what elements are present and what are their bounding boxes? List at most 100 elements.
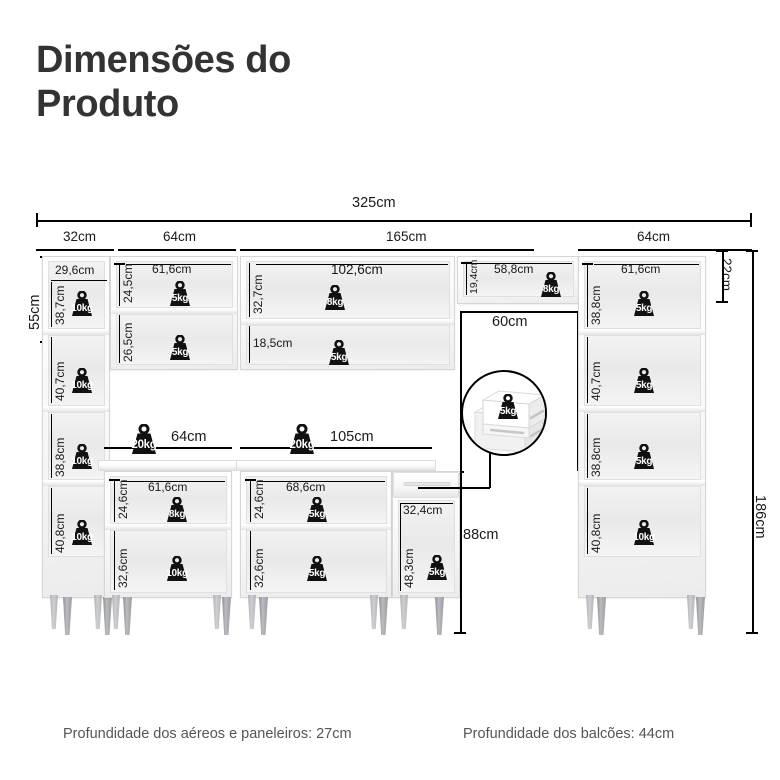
dim-segment-1: 32cm xyxy=(63,229,97,244)
dim-opening-width: 60cm xyxy=(492,314,528,330)
tick-height-top xyxy=(746,250,758,252)
left-tower-cavity-1 xyxy=(48,261,105,329)
left-tower-shelf-3 xyxy=(43,480,109,486)
tick-lower-bottom xyxy=(454,632,466,634)
dim-niche-width: 58,8cm xyxy=(494,262,534,276)
callout-leader-stem xyxy=(489,452,491,488)
base-left-countertop xyxy=(98,460,238,471)
dim-base-center-width: 105cm xyxy=(330,429,374,445)
dim-upper2-shelf-1: 24,5cm xyxy=(121,263,135,303)
bracket-right-shelf-2 xyxy=(587,337,589,403)
right-tower-shelf-3 xyxy=(579,480,705,486)
leg-base-left-back xyxy=(112,595,120,629)
weight-badge-right-1: 5kg xyxy=(627,291,661,317)
bracket-right-shelf-3 xyxy=(587,414,589,478)
dim-right-shelf-2: 40,7cm xyxy=(589,361,603,401)
leg-right-tower-front xyxy=(597,597,606,635)
weight-badge-base-center-top: 20kg xyxy=(282,424,322,455)
leg-left-tower-back-2 xyxy=(94,595,102,629)
base-right-drawer-handle[interactable] xyxy=(403,482,451,486)
tick-right-1 xyxy=(582,263,593,265)
weight-badge-right-4: 10kg xyxy=(627,520,661,546)
leg-base-center-front xyxy=(259,597,268,635)
base-left-cavity-2 xyxy=(110,530,227,593)
base-left-shelf xyxy=(105,524,231,530)
leg-left-tower-front-2 xyxy=(103,597,112,635)
dim-upper-height: 55cm xyxy=(27,294,43,330)
dim-upper-center-width: 102,6cm xyxy=(331,262,383,277)
weight-badge-upper2-2: 5kg xyxy=(163,335,197,361)
dim-segment-3: 165cm xyxy=(386,229,427,244)
left-tower-cavity-4 xyxy=(48,486,105,557)
opening-edge-right xyxy=(577,311,579,471)
leg-base-left-back-2 xyxy=(213,595,221,629)
leg-base-center-back xyxy=(248,595,256,629)
weight-badge-left-4: 10kg xyxy=(65,520,99,546)
base-center-cavity-2 xyxy=(246,530,387,593)
dim-upper2-width: 61,6cm xyxy=(152,262,192,276)
weight-badge-left-3: 10kg xyxy=(65,444,99,470)
leg-base-center-back-2 xyxy=(370,595,378,629)
tick-total-right xyxy=(750,213,752,227)
bracket-niche-height xyxy=(466,262,468,295)
bracket-lower-height xyxy=(460,471,462,633)
bracket-base-left-2 xyxy=(114,531,116,590)
weight-badge-drawer-detail: 5kg xyxy=(491,394,525,420)
dim-right-shelf-4: 40,8cm xyxy=(589,513,603,553)
bracket-base-left-1 xyxy=(114,479,116,522)
leg-left-tower-front xyxy=(63,597,72,635)
ruler-base-left-width xyxy=(104,447,232,449)
dim-base-center-inner-width: 68,6cm xyxy=(286,480,326,494)
ruler-base-center-inner xyxy=(257,481,385,483)
dim-lower-height: 88cm xyxy=(463,527,499,543)
tick-total-left xyxy=(36,213,38,227)
dim-base-right-height: 48,3cm xyxy=(402,548,416,588)
leg-right-tower-back-2 xyxy=(687,595,695,629)
bracket-upper-center-2 xyxy=(249,326,251,363)
weight-badge-niche: 8kg xyxy=(534,272,568,298)
ruler-upper-center-width xyxy=(256,264,448,266)
bracket-base-right-height xyxy=(400,503,402,591)
tick-base-center-1 xyxy=(245,479,256,481)
ruler-right-tower-width xyxy=(594,264,699,266)
upper-cabinet-2-shelf xyxy=(111,308,237,314)
leg-right-tower-front-2 xyxy=(696,597,705,635)
bracket-top-gap xyxy=(722,250,724,302)
weight-badge-upper2-1: 5kg xyxy=(163,281,197,307)
leg-left-tower-back xyxy=(50,595,58,629)
dim-base-center-shelf-1: 24,6cm xyxy=(252,479,266,519)
weight-badge-left-2: 10kg xyxy=(65,368,99,394)
leg-base-center-front-2 xyxy=(379,597,388,635)
leg-base-left-front-2 xyxy=(222,597,231,635)
dim-total-width: 325cm xyxy=(352,195,396,211)
ruler-segment-3 xyxy=(240,249,534,251)
weight-badge-left-1: 10kg xyxy=(65,291,99,317)
weight-badge-upper-center-2: 5kg xyxy=(322,340,356,366)
weight-badge-right-2: 5kg xyxy=(627,368,661,394)
ruler-niche-width xyxy=(470,263,572,265)
dim-base-right-inner-width: 32,4cm xyxy=(403,503,443,517)
dim-base-center-shelf-2: 32,6cm xyxy=(252,548,266,588)
tick-upper2-1 xyxy=(114,263,125,265)
bracket-base-center-2 xyxy=(250,531,252,590)
bracket-left-shelf-1 xyxy=(51,282,53,327)
left-tower-shelf-1 xyxy=(43,329,109,335)
bracket-left-shelf-4 xyxy=(51,488,53,554)
bracket-upper-center-1 xyxy=(249,263,251,317)
dim-segment-2: 64cm xyxy=(163,229,197,244)
ruler-base-right-inner xyxy=(400,503,453,505)
ruler-segment-1 xyxy=(36,249,114,251)
dim-upper-center-shelf-1: 32,7cm xyxy=(251,274,265,314)
page-title: Dimensões do Produto xyxy=(36,39,291,126)
leg-base-right-front xyxy=(435,597,444,635)
drawer-detail-callout: 5kg xyxy=(461,370,547,456)
ruler-base-left-inner xyxy=(121,481,225,483)
base-center-shelf xyxy=(241,524,391,530)
upper-center-shelf xyxy=(241,319,454,325)
tick-gap-bottom xyxy=(716,301,728,303)
weight-badge-base-right: 5kg xyxy=(420,555,454,581)
weight-badge-base-left-top: 20kg xyxy=(124,424,164,455)
dim-niche-height: 19,4cm xyxy=(468,259,480,294)
tick-base-left-1 xyxy=(109,479,120,481)
